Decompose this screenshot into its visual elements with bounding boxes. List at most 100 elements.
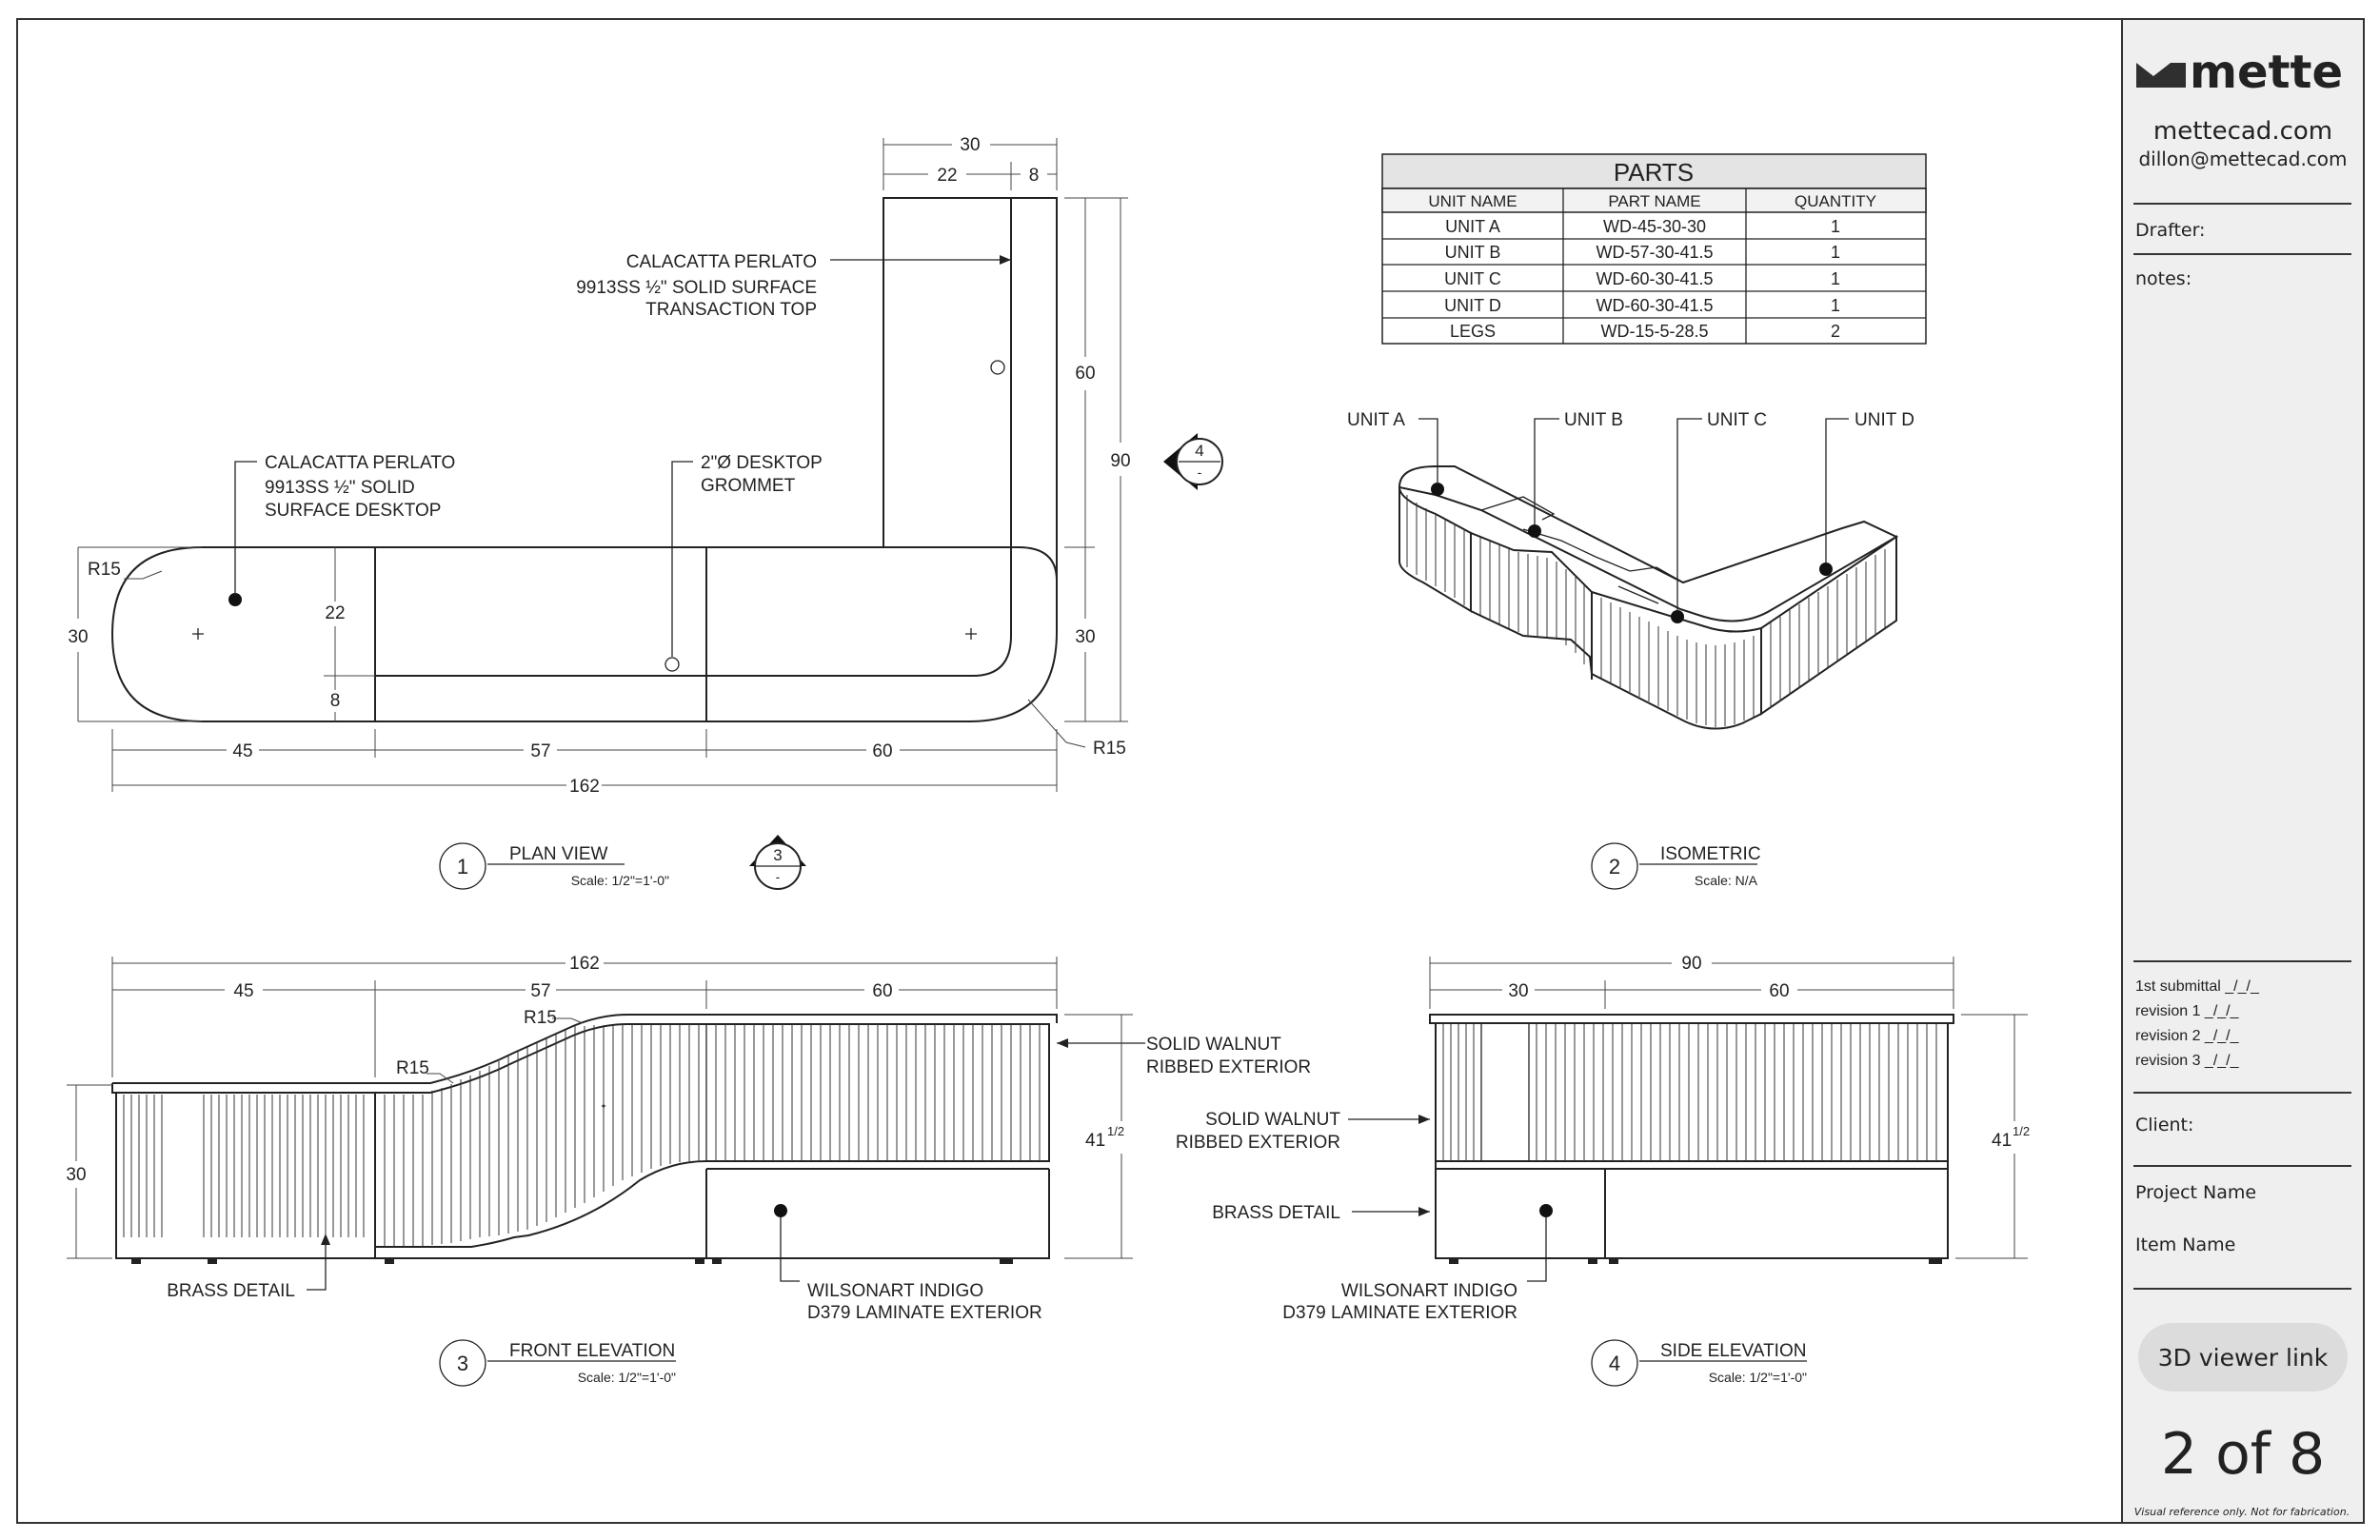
mette-logo: mette <box>2136 46 2343 99</box>
plan-outline <box>110 546 1058 722</box>
revision-item: revision 1 _/_/_ <box>2135 1003 2240 1019</box>
grommet-icon <box>990 360 1005 375</box>
dim-front-45: 45 <box>233 981 253 1001</box>
side-elevation-title: 4 SIDE ELEVATION Scale: 1/2"=1'-0" <box>1591 1339 1807 1387</box>
plan-transaction-top <box>883 197 1058 582</box>
title-block: mette mettecad.com dillon@mettecad.com D… <box>2133 46 2351 1518</box>
3d-viewer-button[interactable]: 3D viewer link <box>2138 1323 2348 1392</box>
plan-view-number: 1 <box>457 855 468 879</box>
sheet-border <box>16 18 2365 1524</box>
page-number: 2 of 8 <box>2161 1421 2325 1488</box>
side-ribs <box>1442 1024 1937 1161</box>
note-grommet-2: GROMMET <box>701 476 796 496</box>
table-row: UNIT B WD-57-30-41.5 1 <box>1445 243 1840 262</box>
note-grommet-1: 2"Ø DESKTOP <box>701 453 823 473</box>
dim-plan-top-30: 30 <box>960 135 980 155</box>
parts-table: PARTS UNIT NAME PART NAME QUANTITY UNIT … <box>1381 153 1927 345</box>
dim-plan-right-30: 30 <box>1075 627 1095 647</box>
front-note-walnut-2: RIBBED EXTERIOR <box>1146 1057 1311 1077</box>
iso-top-surface <box>1398 465 1899 622</box>
isometric-view: UNIT A UNIT B UNIT C UNIT D 2 ISOMETRIC … <box>1347 410 1914 890</box>
side-note-brass: BRASS DETAIL <box>1212 1203 1340 1223</box>
revision-list: 1st submittal _/_/_ revision 1 _/_/_ rev… <box>2135 978 2260 1069</box>
iso-label-unit-a: UNIT A <box>1347 410 1405 430</box>
iso-front-face-c <box>1591 590 1762 730</box>
front-elevation-number: 3 <box>457 1352 468 1375</box>
table-cell: 1 <box>1831 243 1840 262</box>
dim-plan-right-60: 60 <box>1075 364 1095 384</box>
table-cell: UNIT A <box>1445 217 1500 236</box>
table-row: UNIT A WD-45-30-30 1 <box>1445 217 1840 236</box>
table-cell: LEGS <box>1450 322 1496 341</box>
email-link[interactable]: dillon@mettecad.com <box>2138 148 2347 170</box>
section-marker-side-dash: - <box>1198 464 1202 480</box>
dim-plan-top-8: 8 <box>1029 166 1040 186</box>
dim-plan-bottom-45: 45 <box>232 741 252 761</box>
table-cell: WD-60-30-41.5 <box>1596 269 1713 288</box>
side-note-walnut-1: SOLID WALNUT <box>1205 1110 1340 1130</box>
dim-plan-r15-left: R15 <box>88 560 121 580</box>
plan-view: CALACATTA PERLATO 9913SS ½" SOLID SURFAC… <box>68 135 1223 890</box>
dim-plan-left-22: 22 <box>325 603 345 623</box>
notes-label: notes: <box>2135 268 2192 289</box>
revision-item: revision 2 _/_/_ <box>2135 1028 2240 1044</box>
drafter-label: Drafter: <box>2135 220 2205 241</box>
dim-plan-left-8: 8 <box>330 691 341 711</box>
table-cell: 1 <box>1831 269 1840 288</box>
client-label: Client: <box>2135 1115 2193 1135</box>
dim-front-60: 60 <box>872 981 892 1001</box>
table-cell: 2 <box>1831 322 1840 341</box>
parts-header: UNIT NAME <box>1428 192 1517 210</box>
plan-desk-inner <box>375 635 1012 677</box>
dim-plan-r15-right: R15 <box>1093 739 1126 759</box>
item-name-label: Item Name <box>2135 1234 2235 1255</box>
front-note-laminate-2: D379 LAMINATE EXTERIOR <box>807 1303 1042 1323</box>
note-transaction-top-3: TRANSACTION TOP <box>645 300 817 320</box>
side-elevation-scale: Scale: 1/2"=1'-0" <box>1709 1370 1807 1385</box>
table-cell: UNIT B <box>1445 243 1501 262</box>
section-marker-side-number: 4 <box>1195 442 1203 460</box>
plan-view-title: 1 PLAN VIEW Scale: 1/2"=1'-0" <box>439 842 669 890</box>
dim-plan-left-30: 30 <box>68 627 88 647</box>
dim-side-60: 60 <box>1769 981 1789 1001</box>
dim-plan-right-90: 90 <box>1110 451 1130 471</box>
isometric-view-scale: Scale: N/A <box>1695 873 1758 888</box>
note-desktop-2: 9913SS ½" SOLID <box>265 478 415 498</box>
section-marker-side: 4 - <box>1163 433 1223 490</box>
section-marker-front: 3 - <box>749 835 806 890</box>
side-elevation-number: 4 <box>1609 1352 1620 1375</box>
plan-view-scale: Scale: 1/2"=1'-0" <box>571 873 669 888</box>
iso-label-unit-c: UNIT C <box>1707 410 1767 430</box>
parts-table-title: PARTS <box>1614 158 1694 187</box>
front-note-brass: BRASS DETAIL <box>167 1281 295 1301</box>
table-cell: UNIT C <box>1444 269 1501 288</box>
front-note-laminate-1: WILSONART INDIGO <box>807 1281 983 1301</box>
logo-mark-icon <box>2136 63 2186 88</box>
dim-plan-bottom-162: 162 <box>569 777 600 797</box>
note-transaction-top-1: CALACATTA PERLATO <box>626 252 817 272</box>
dim-front-height-30: 30 <box>66 1165 86 1185</box>
isometric-view-number: 2 <box>1609 855 1620 879</box>
dim-plan-bottom-60: 60 <box>872 741 892 761</box>
table-cell: WD-45-30-30 <box>1603 217 1706 236</box>
dim-front-height-frac: 1/2 <box>1107 1124 1124 1138</box>
disclaimer-text: Visual reference only. Not for fabricati… <box>2134 1506 2350 1518</box>
dim-side-height-frac: 1/2 <box>2013 1124 2030 1138</box>
project-name-label: Project Name <box>2135 1182 2256 1203</box>
front-elevation-scale: Scale: 1/2"=1'-0" <box>578 1370 676 1385</box>
note-desktop-3: SURFACE DESKTOP <box>265 501 441 521</box>
section-marker-front-number: 3 <box>773 846 782 864</box>
title-block-panel <box>2121 18 2365 1524</box>
parts-header: PART NAME <box>1608 192 1700 210</box>
front-elevation-label: FRONT ELEVATION <box>509 1341 675 1361</box>
revision-item: revision 3 _/_/_ <box>2135 1053 2240 1069</box>
website-link[interactable]: mettecad.com <box>2153 117 2332 146</box>
plan-view-label: PLAN VIEW <box>509 844 608 864</box>
dim-plan-bottom-57: 57 <box>530 741 550 761</box>
dim-plan-top-22: 22 <box>937 166 957 186</box>
grommet-icon <box>664 657 680 672</box>
note-desktop-1: CALACATTA PERLATO <box>265 453 455 473</box>
side-note-laminate-2: D379 LAMINATE EXTERIOR <box>1282 1303 1517 1323</box>
dim-front-57: 57 <box>530 981 550 1001</box>
dim-front-total: 162 <box>569 954 600 974</box>
